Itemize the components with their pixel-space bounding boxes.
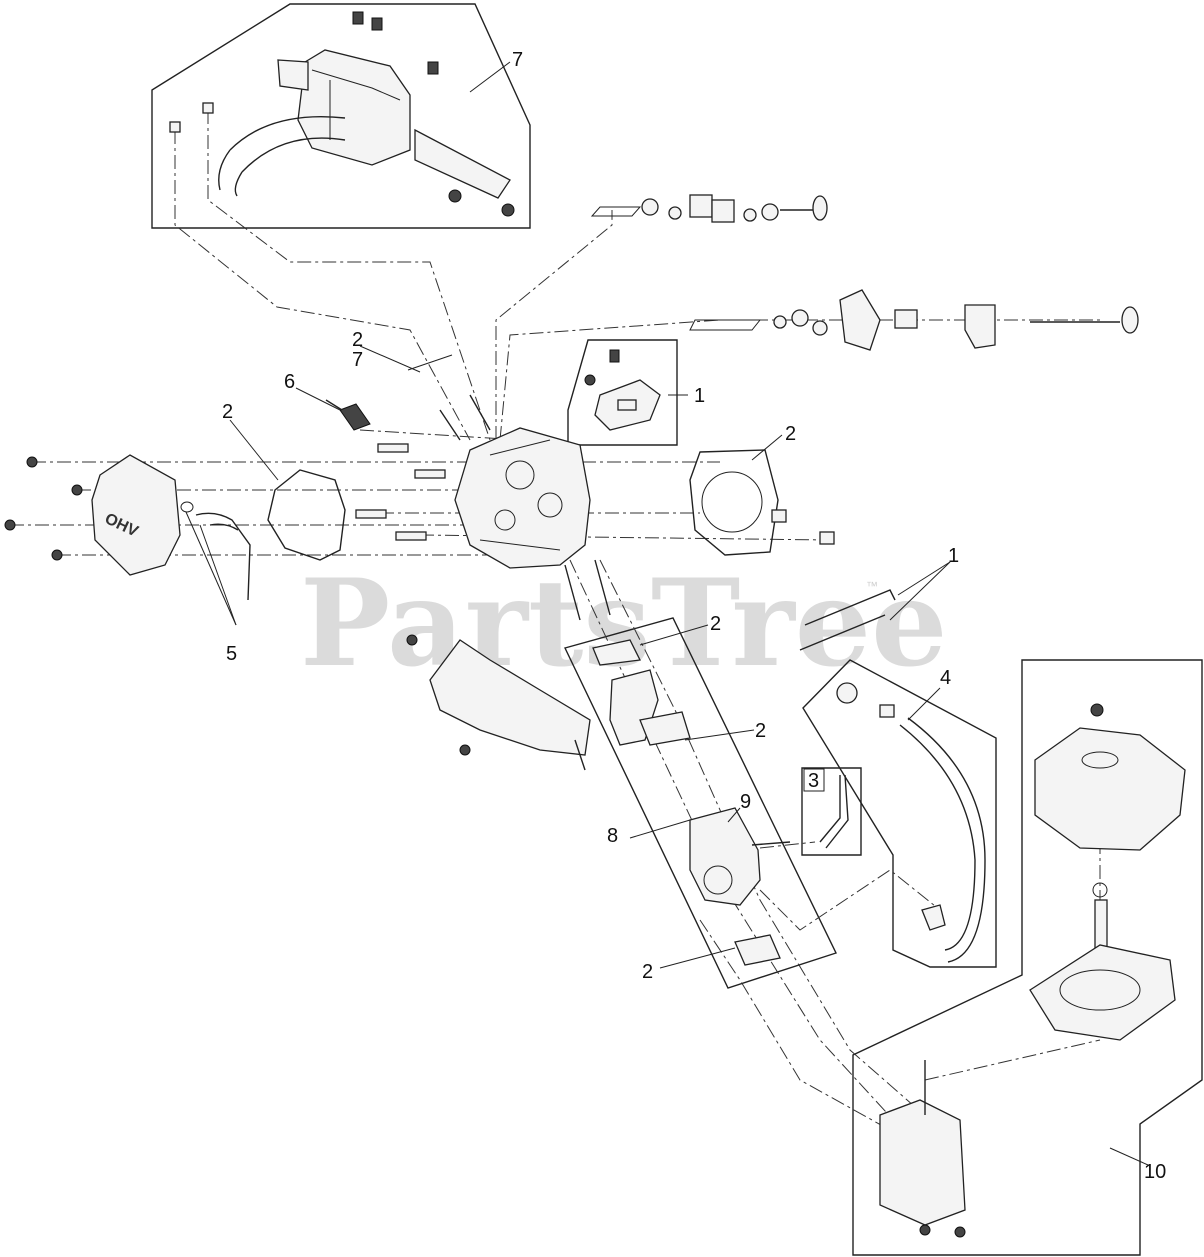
callout-5: 5	[226, 643, 237, 665]
leader-lines	[185, 61, 1149, 1166]
callout-2-a: 2	[352, 329, 363, 351]
carburetor-parts	[592, 639, 791, 966]
fuel-line-group-box	[802, 659, 997, 968]
callouts: 7 2 7 6 2 1 2 1 5 2 4 2 3 9 8 2 10	[222, 49, 1166, 1183]
carburetor-group-box	[564, 617, 837, 989]
choke-rods	[799, 589, 896, 651]
muffler	[169, 11, 515, 217]
push-rods	[439, 394, 611, 621]
muffler-group-box	[151, 3, 531, 229]
cylinder-head	[454, 427, 591, 569]
callout-4: 4	[940, 667, 951, 689]
callout-2-b: 2	[222, 401, 233, 423]
callout-9: 9	[740, 791, 751, 813]
callout-2-c: 2	[785, 423, 796, 445]
control-lever-box	[567, 339, 678, 446]
watermark-trademark: ™	[866, 579, 878, 593]
air-cleaner	[879, 703, 1186, 1238]
callout-3: 3	[808, 770, 819, 792]
valve-cover: OHV	[91, 454, 251, 601]
callout-1-b: 1	[948, 545, 959, 567]
callout-10: 10	[1144, 1161, 1166, 1183]
callout-7-mid: 7	[352, 349, 363, 371]
dowel-pin-2	[819, 531, 835, 545]
callout-2-d: 2	[710, 613, 721, 635]
valve-train-lower	[689, 289, 1139, 351]
control-lever	[584, 349, 661, 431]
shroud	[406, 634, 591, 771]
callout-3-box	[803, 768, 825, 792]
callout-8: 8	[607, 825, 618, 847]
fuel-tube	[819, 774, 849, 849]
watermark: PartsTree ™	[300, 553, 947, 694]
head-gasket	[689, 449, 779, 556]
callout-2-f: 2	[642, 961, 653, 983]
air-cleaner-group-box	[852, 659, 1203, 1256]
dowel-pin-1	[771, 509, 787, 523]
callout-7-top: 7	[512, 49, 523, 71]
bolts	[4, 443, 446, 561]
fuel-line-parts	[836, 682, 986, 963]
callout-2-e: 2	[755, 720, 766, 742]
spark-plug	[325, 399, 371, 431]
valve-cover-gasket	[267, 469, 346, 561]
fuel-tube-group-box	[801, 767, 862, 856]
valve-train-upper	[590, 194, 828, 223]
watermark-text: PartsTree	[300, 553, 947, 694]
callout-6: 6	[284, 371, 295, 393]
callout-1-a: 1	[694, 385, 705, 407]
